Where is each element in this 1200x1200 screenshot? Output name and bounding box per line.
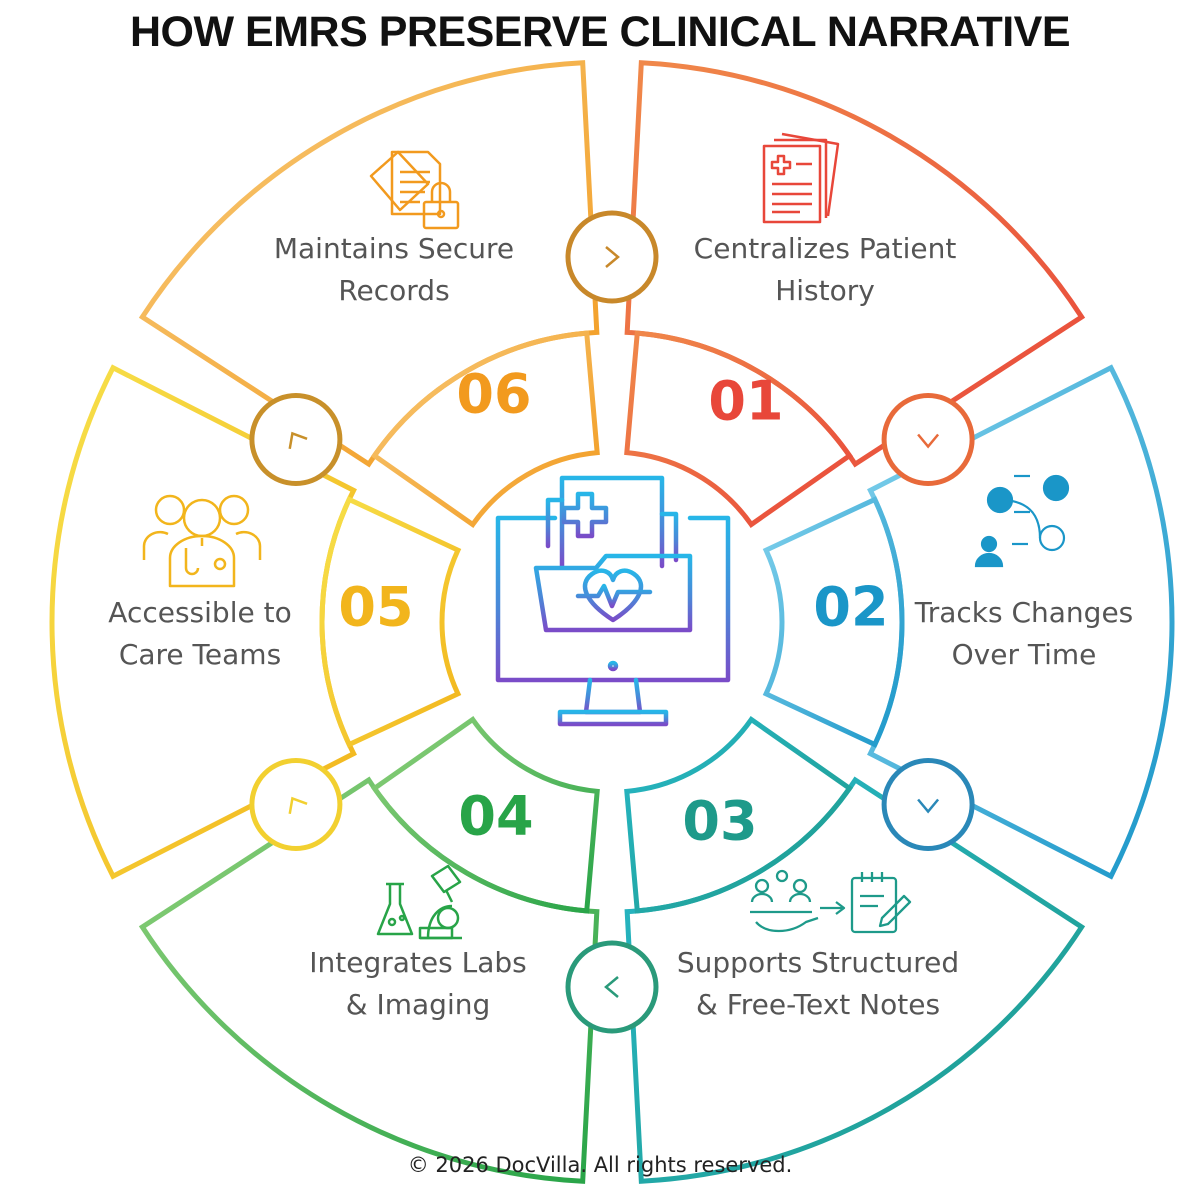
patient-tracking-icon — [974, 474, 1070, 568]
chevron-down-icon — [917, 798, 940, 814]
computer-medical-folder-icon — [495, 475, 731, 727]
chevron-up-icon — [288, 796, 308, 815]
segment-inner-band — [370, 716, 600, 914]
segment-label-line: Accessible to — [108, 596, 291, 629]
secure-documents-icon — [369, 150, 460, 230]
chevron-down-icon — [917, 433, 940, 449]
segment-label-line: History — [775, 274, 875, 307]
segment-label-line: & Free-Text Notes — [696, 988, 940, 1021]
notes-clipboard-icon — [750, 869, 912, 934]
segment-number: 06 — [456, 363, 531, 426]
segment-inner-band — [370, 330, 600, 528]
segment-label-line: Tracks Changes — [914, 596, 1134, 629]
page-title: HOW EMRS PRESERVE CLINICAL NARRATIVE — [129, 8, 1071, 56]
segment-number: 05 — [338, 576, 413, 639]
segment-inner-band — [319, 496, 462, 748]
connector-node — [565, 940, 659, 1034]
segment-inner-band — [624, 716, 854, 914]
segment-label-line: Maintains Secure — [274, 232, 514, 265]
care-team-icon — [142, 494, 262, 588]
segment-label-line: Integrates Labs — [309, 946, 526, 979]
segment-label-line: Records — [338, 274, 449, 307]
copyright-footer: © 2026 DocVilla. All rights reserved. — [407, 1153, 793, 1177]
chevron-up-icon — [288, 431, 308, 450]
segment-label-line: Supports Structured — [677, 946, 959, 979]
segment-number: 04 — [458, 785, 533, 848]
segment-label-line: Care Teams — [119, 638, 281, 671]
connector-node — [565, 210, 659, 304]
chevron-right-icon — [605, 246, 620, 268]
segment-05: 05 Accessible to Care Teams — [49, 364, 462, 880]
lab-microscope-icon — [376, 864, 462, 940]
connector-node — [249, 393, 343, 486]
segment-label-line: & Imaging — [346, 988, 491, 1021]
segment-inner-band — [762, 496, 905, 748]
segment-inner-band — [624, 330, 854, 528]
segment-number: 02 — [813, 576, 888, 639]
segment-number: 01 — [708, 370, 783, 433]
chevron-left-icon — [604, 976, 619, 998]
segment-label-line: Over Time — [952, 638, 1097, 671]
segment-number: 03 — [682, 790, 757, 853]
segment-label-line: Centralizes Patient — [694, 232, 957, 265]
connector-node — [881, 393, 975, 486]
connector-node — [249, 758, 343, 851]
medical-records-icon — [762, 132, 840, 224]
connector-node — [881, 758, 975, 851]
